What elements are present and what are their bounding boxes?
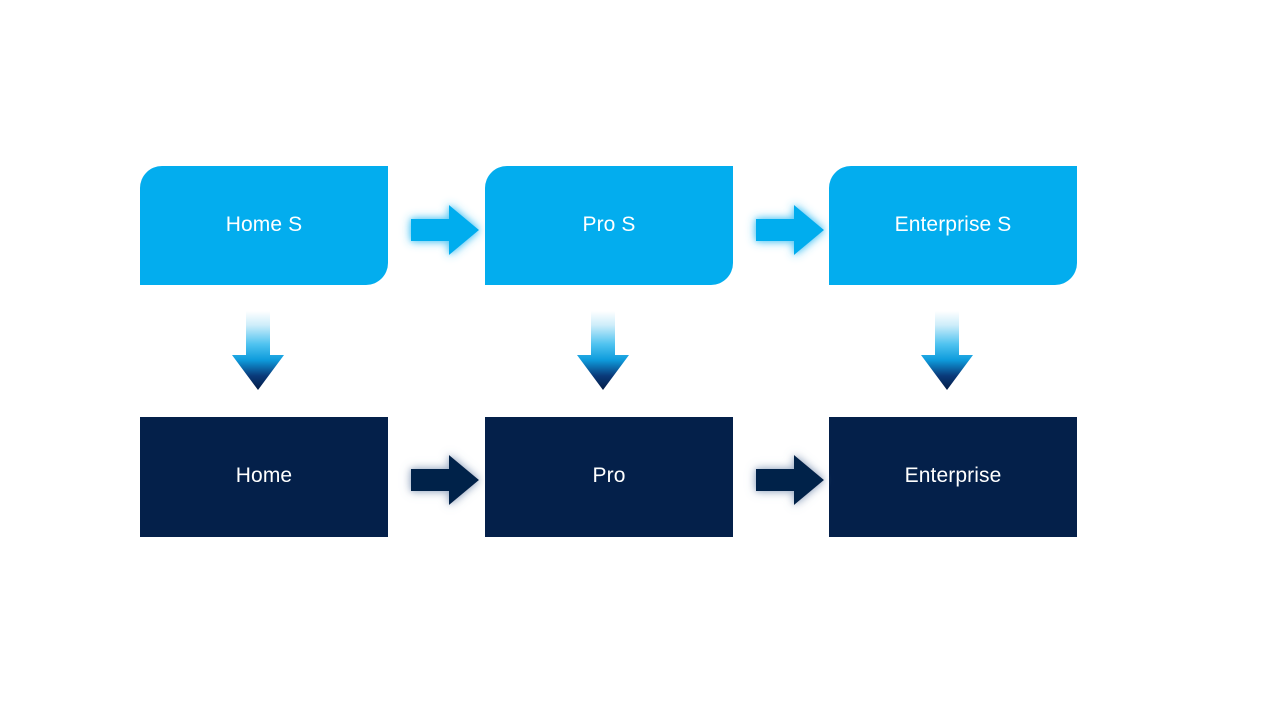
node-label-home: Home [235,464,293,488]
arrow-right-icon-service-2 [756,203,824,257]
node-label-home-s: Home S [225,212,303,236]
arrow-right-icon-service-1 [411,203,479,257]
node-label-enterprise: Enterprise [904,464,1002,488]
node-home-s[interactable]: Home S [140,166,388,285]
node-pro-s[interactable]: Pro S [485,166,733,285]
node-pro[interactable]: Pro [485,417,733,537]
node-label-pro-s: Pro S [582,212,636,236]
node-home[interactable]: Home [140,417,388,537]
arrow-down-icon-pro [577,311,629,390]
node-label-pro: Pro [592,464,626,488]
arrow-right-icon-product-1 [411,453,479,507]
arrow-down-icon-enterprise [921,311,973,390]
arrow-down-icon-home [232,311,284,390]
node-label-enterprise-s: Enterprise S [894,212,1012,236]
arrow-right-icon-product-2 [756,453,824,507]
node-enterprise-s[interactable]: Enterprise S [829,166,1077,285]
node-enterprise[interactable]: Enterprise [829,417,1077,537]
